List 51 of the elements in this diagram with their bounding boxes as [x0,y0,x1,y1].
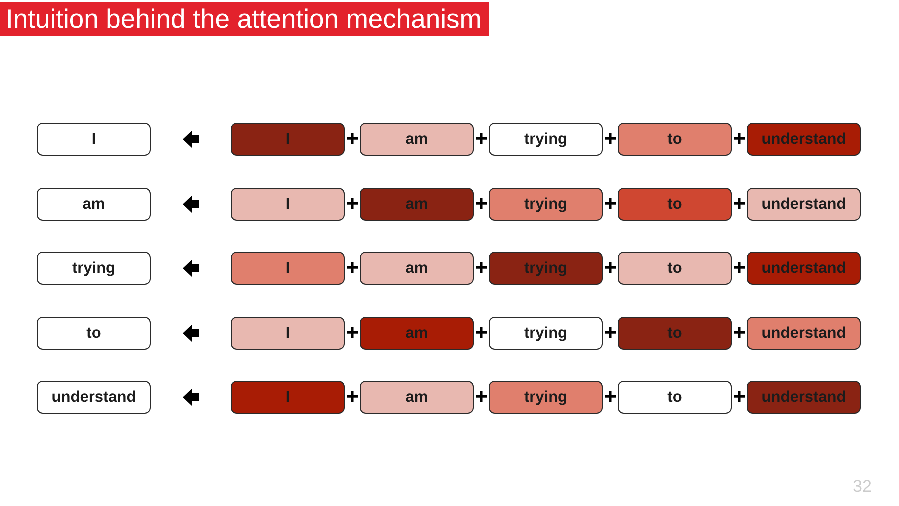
plus-sign: + [732,128,747,148]
plus-sign: + [603,128,618,148]
plus-sign: + [603,322,618,342]
weighted-word-box: understand [747,252,861,285]
plus-sign: + [474,386,489,406]
plus-sign: + [732,386,747,406]
plus-sign: + [474,128,489,148]
weighted-word-box: to [618,381,732,414]
output-word-box: understand [37,381,151,414]
weighted-word-box: trying [489,381,603,414]
plus-sign: + [345,386,360,406]
plus-sign: + [345,258,360,278]
output-word-box: I [37,123,151,156]
weighted-word-box: understand [747,317,861,350]
weighted-word-box: understand [747,188,861,221]
weighted-word-box: to [618,123,732,156]
weighted-word-box: understand [747,381,861,414]
weighted-word-box: I [231,381,345,414]
weighted-word-box: I [231,123,345,156]
plus-sign: + [474,194,489,214]
output-word-box: to [37,317,151,350]
output-word-box: trying [37,252,151,285]
plus-sign: + [603,258,618,278]
plus-sign: + [603,386,618,406]
weighted-word-box: am [360,317,474,350]
weighted-word-box: trying [489,317,603,350]
weighted-word-box: trying [489,252,603,285]
plus-sign: + [732,258,747,278]
weighted-word-box: I [231,252,345,285]
weighted-word-box: to [618,317,732,350]
weighted-word-box: to [618,188,732,221]
plus-sign: + [345,322,360,342]
plus-sign: + [474,322,489,342]
weighted-word-box: am [360,188,474,221]
plus-sign: + [732,322,747,342]
plus-sign: + [603,194,618,214]
weighted-word-box: trying [489,188,603,221]
plus-sign: + [345,128,360,148]
plus-sign: + [732,194,747,214]
plus-sign: + [474,258,489,278]
weighted-word-box: am [360,381,474,414]
weighted-word-box: I [231,317,345,350]
output-word-box: am [37,188,151,221]
weighted-word-box: understand [747,123,861,156]
slide-title: Intuition behind the attention mechanism [0,2,489,36]
weighted-word-box: trying [489,123,603,156]
weighted-word-box: am [360,123,474,156]
weighted-word-box: I [231,188,345,221]
weighted-word-box: to [618,252,732,285]
plus-sign: + [345,194,360,214]
weighted-word-box: am [360,252,474,285]
